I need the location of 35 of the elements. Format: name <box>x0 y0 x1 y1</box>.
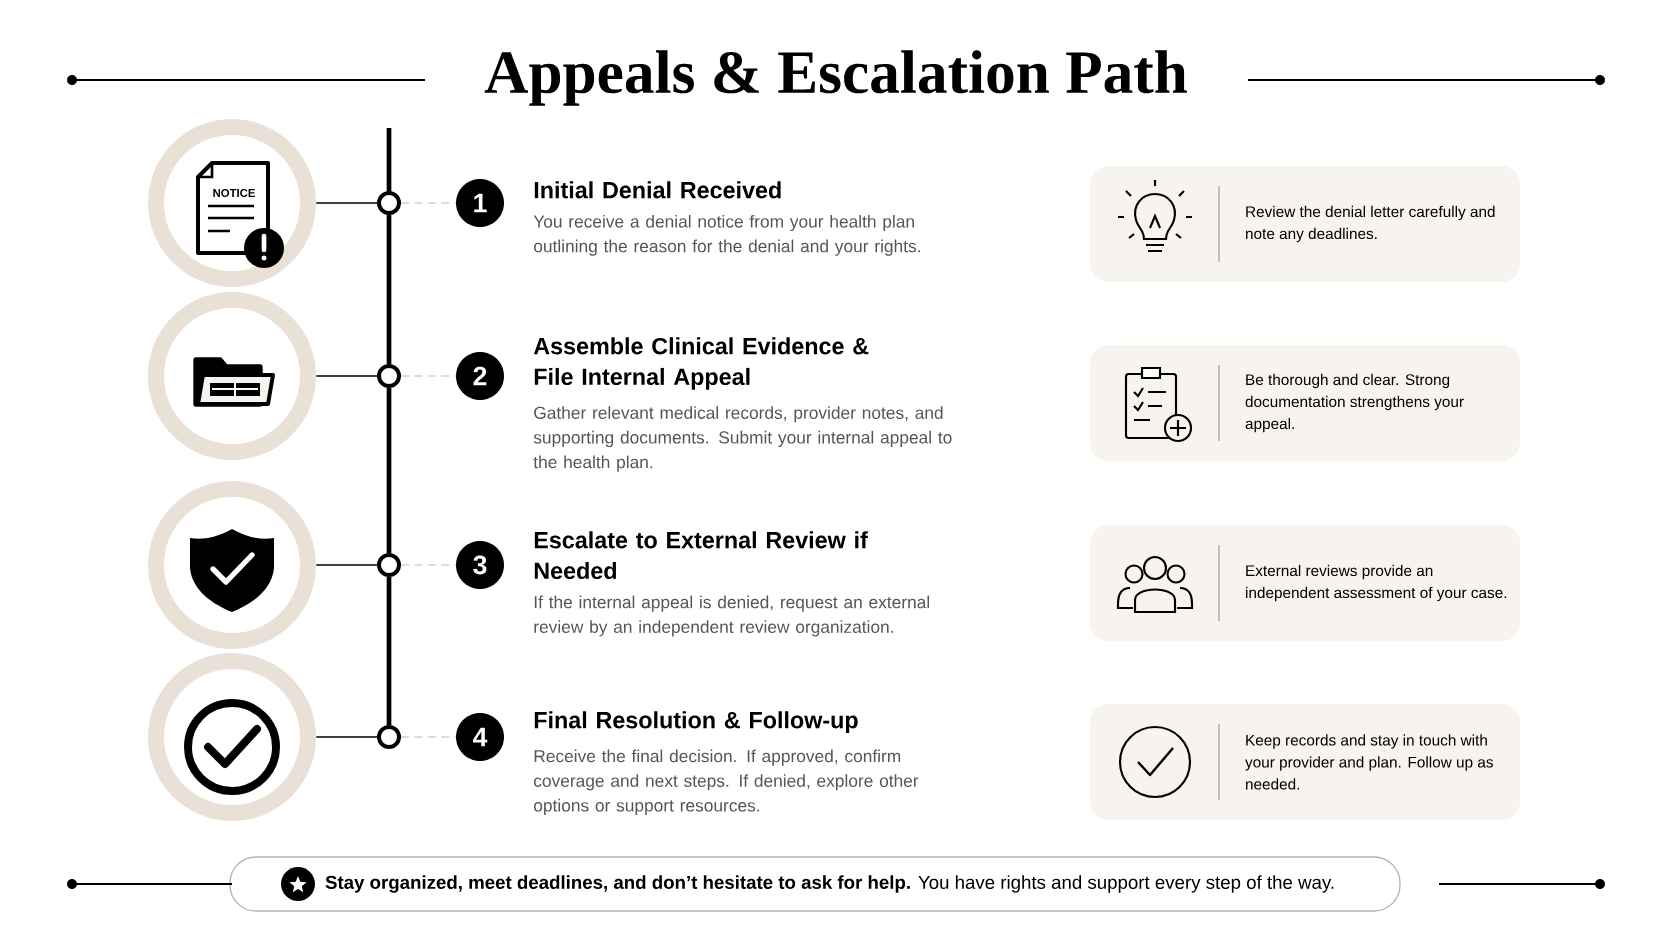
step-number: 1 <box>456 179 504 227</box>
step-description: If the internal appeal is denied, request an external review by an independent review organization. <box>534 595 930 637</box>
step-description: Gather relevant medical records, provider notes, and supporting documents. Submit your internal appeal to the health plan. <box>533 406 952 472</box>
step-title: Initial Denial Received <box>534 181 781 199</box>
step-number: 4 <box>456 713 504 761</box>
step-description: You receive a denial notice from your health plan outlining the reason for the denial and your rights. <box>533 214 920 256</box>
connector-line <box>315 375 378 377</box>
timeline-dot <box>377 553 401 577</box>
dashed-connector <box>400 736 457 738</box>
tip-banner: Stay organized, meet deadlines, and don’t hesitate to ask for help. You have rights and support every step of the way. <box>229 856 1401 912</box>
tip-card: Review the denial letter carefully and note any deadlines. <box>1090 166 1520 282</box>
timeline-line <box>386 215 392 364</box>
step-title: Assemble Clinical Evidence & File Internal Appeal <box>533 337 869 390</box>
tip-card: Be thorough and clear. Strong documentation strengthens your appeal. <box>1090 345 1520 461</box>
step-number: 3 <box>456 541 504 589</box>
step-description: Receive the final decision. If approved, confirm coverage and next steps. If denied, explore other options or support resources. <box>534 749 919 816</box>
step-number: 2 <box>456 352 504 400</box>
timeline-line <box>386 388 392 553</box>
step-title: Final Resolution & Follow-up <box>534 711 858 733</box>
timeline-dot <box>377 191 401 215</box>
title: Appeals & Escalation Path <box>484 50 1187 106</box>
step-title: Escalate to External Review if Needed <box>534 531 868 580</box>
dashed-connector <box>400 202 457 204</box>
tip-card: External reviews provide an independent assessment of your case. <box>1090 525 1520 641</box>
dashed-connector <box>400 564 457 566</box>
icon-circle <box>148 653 316 821</box>
connector-line <box>315 564 378 566</box>
connector-line <box>315 736 378 738</box>
connector-line <box>315 202 378 204</box>
dashed-connector <box>400 375 457 377</box>
tip-card: Keep records and stay in touch with your provider and plan. Follow up as needed. <box>1090 704 1520 820</box>
timeline-line <box>386 577 392 725</box>
icon-caption: NOTICE <box>213 189 255 197</box>
timeline-dot <box>377 725 401 749</box>
timeline-dot <box>377 364 401 388</box>
